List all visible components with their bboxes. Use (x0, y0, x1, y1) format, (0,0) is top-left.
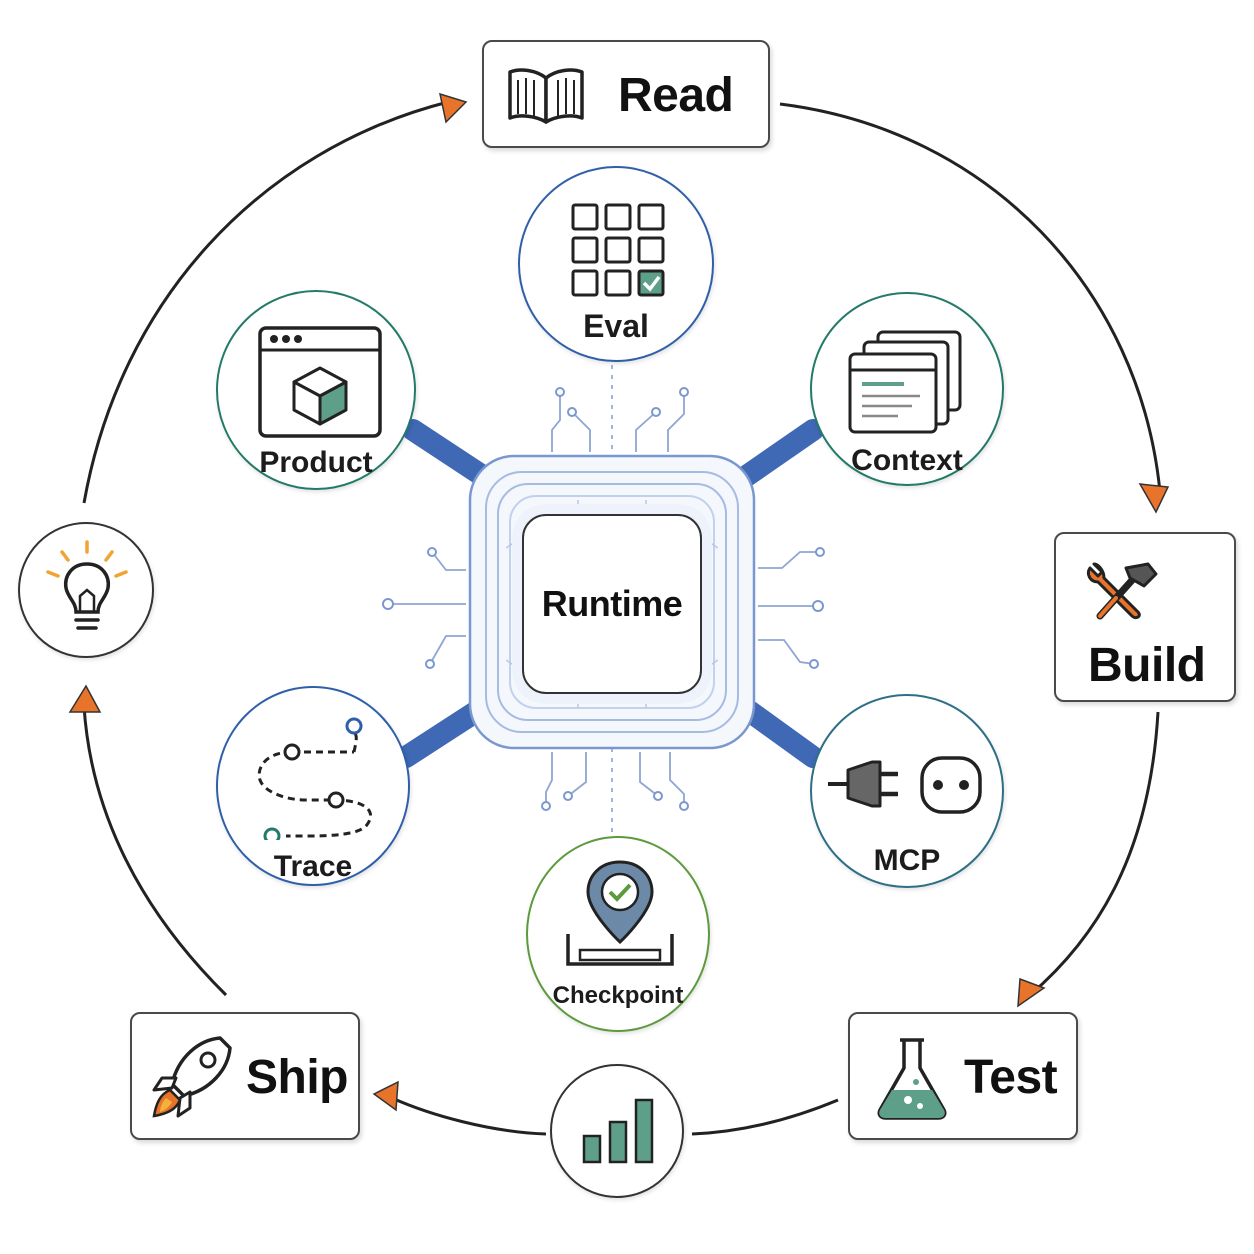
checkpoint-node[interactable]: Checkpoint (526, 836, 710, 1032)
flask-icon (877, 1038, 947, 1120)
arrow-idea-to-read (82, 100, 449, 504)
bar-chart-icon (582, 1098, 654, 1164)
arrowhead-build (1138, 483, 1170, 514)
checkpoint-label: Checkpoint (552, 982, 684, 1009)
build-step[interactable]: Build (1054, 532, 1236, 702)
idea-node[interactable] (18, 522, 154, 658)
grid-checkbox-icon (571, 203, 665, 297)
open-book-icon (508, 68, 584, 124)
trace-node[interactable]: Trace (216, 686, 410, 886)
circuit-nodes (382, 387, 825, 811)
read-step[interactable]: Read (482, 40, 770, 148)
context-label: Context (851, 444, 963, 477)
runtime-label: Runtime (541, 583, 683, 624)
cycle-arrows (82, 100, 1162, 1136)
stacked-windows-icon (848, 330, 962, 434)
rocket-icon (152, 1036, 232, 1118)
build-label: Build (1088, 639, 1206, 692)
location-pin-check-icon (566, 860, 674, 966)
lightbulb-icon (46, 540, 128, 630)
runtime-core: Runtime (522, 514, 702, 694)
dashed-path-icon (257, 717, 372, 840)
product-node[interactable]: Product (216, 290, 416, 490)
metrics-node[interactable] (550, 1064, 684, 1198)
arrowhead-ship (372, 1080, 399, 1112)
mcp-label: MCP (873, 844, 941, 877)
test-step[interactable]: Test (848, 1012, 1078, 1140)
arrow-heads (68, 92, 1170, 1112)
test-label: Test (964, 1051, 1058, 1104)
arrowhead-read (438, 92, 468, 124)
circuit-traces (388, 392, 820, 806)
trace-label: Trace (273, 850, 353, 883)
arrow-test-to-metrics (691, 1098, 839, 1136)
arrow-metrics-to-ship (391, 1096, 547, 1136)
wrench-hammer-icon (1086, 562, 1158, 620)
browser-cube-icon (258, 326, 382, 438)
arrow-build-to-test (1029, 711, 1160, 997)
ship-step[interactable]: Ship (130, 1012, 360, 1140)
arrow-read-to-build (779, 102, 1162, 493)
ship-label: Ship (246, 1051, 349, 1104)
arrow-ship-to-idea (82, 705, 228, 997)
eval-label: Eval (583, 308, 649, 344)
product-label: Product (259, 446, 373, 479)
context-node[interactable]: Context (810, 292, 1004, 486)
read-label: Read (618, 69, 734, 122)
eval-node[interactable]: Eval (518, 166, 714, 362)
arrowhead-idea (68, 684, 102, 713)
arrowhead-test (1017, 977, 1046, 1008)
plug-socket-icon (828, 756, 982, 814)
mcp-node[interactable]: MCP (810, 694, 1004, 888)
